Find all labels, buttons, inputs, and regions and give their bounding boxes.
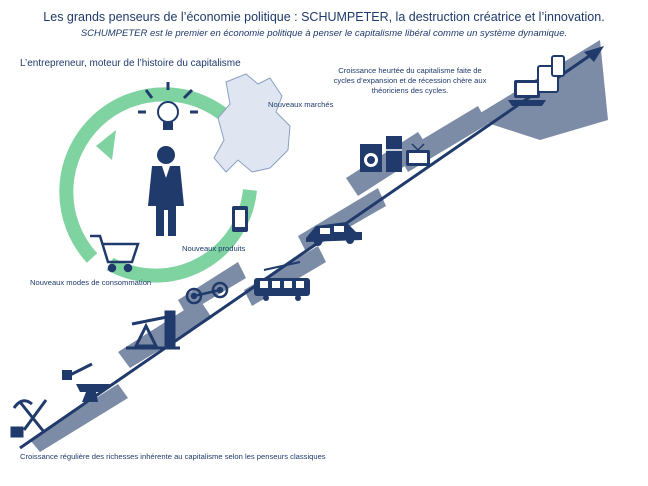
lightbulb-icon — [138, 82, 198, 130]
map-icon — [213, 73, 291, 173]
car-icon — [306, 222, 362, 246]
entrepreneur-icon — [148, 146, 184, 236]
anvil-hammer-icon — [62, 362, 110, 402]
page-title: Les grands penseurs de l’économie politi… — [43, 10, 605, 24]
oil-pump-icon — [126, 310, 180, 350]
entrepreneur-heading: L’entrepreneur, moteur de l’histoire du … — [20, 58, 241, 69]
tram-icon — [254, 261, 310, 301]
bicycle-gears-icon — [185, 281, 229, 305]
washing-machine-icon — [360, 144, 382, 172]
smartphone-icon — [232, 206, 248, 232]
label-new-markets: Nouveaux marchés — [268, 100, 334, 109]
band-4 — [244, 246, 326, 306]
cycle-arrowhead — [96, 130, 116, 160]
growth-arrow — [19, 48, 599, 450]
growth-arrow-head — [584, 46, 604, 62]
band-1 — [30, 384, 128, 452]
innovation-cycle-arrow — [59, 87, 242, 263]
shopping-cart-icon — [90, 234, 140, 273]
cycles-description: Croissance heurtée du capitalisme faite … — [333, 66, 487, 95]
band-5 — [298, 188, 386, 252]
television-icon — [406, 143, 430, 166]
smartphone-small-icon — [551, 55, 565, 77]
label-new-consumption: Nouveaux modes de consommation — [30, 278, 152, 287]
page-subtitle: SCHUMPETER est le premier en économie po… — [80, 28, 568, 39]
fridge-icon — [386, 136, 402, 172]
laptop-icon — [508, 80, 546, 106]
classic-growth-description: Croissance régulière des richesses inhér… — [20, 452, 326, 461]
label-new-products: Nouveaux produits — [182, 244, 246, 253]
pickaxe-shovel-icon — [10, 399, 48, 438]
